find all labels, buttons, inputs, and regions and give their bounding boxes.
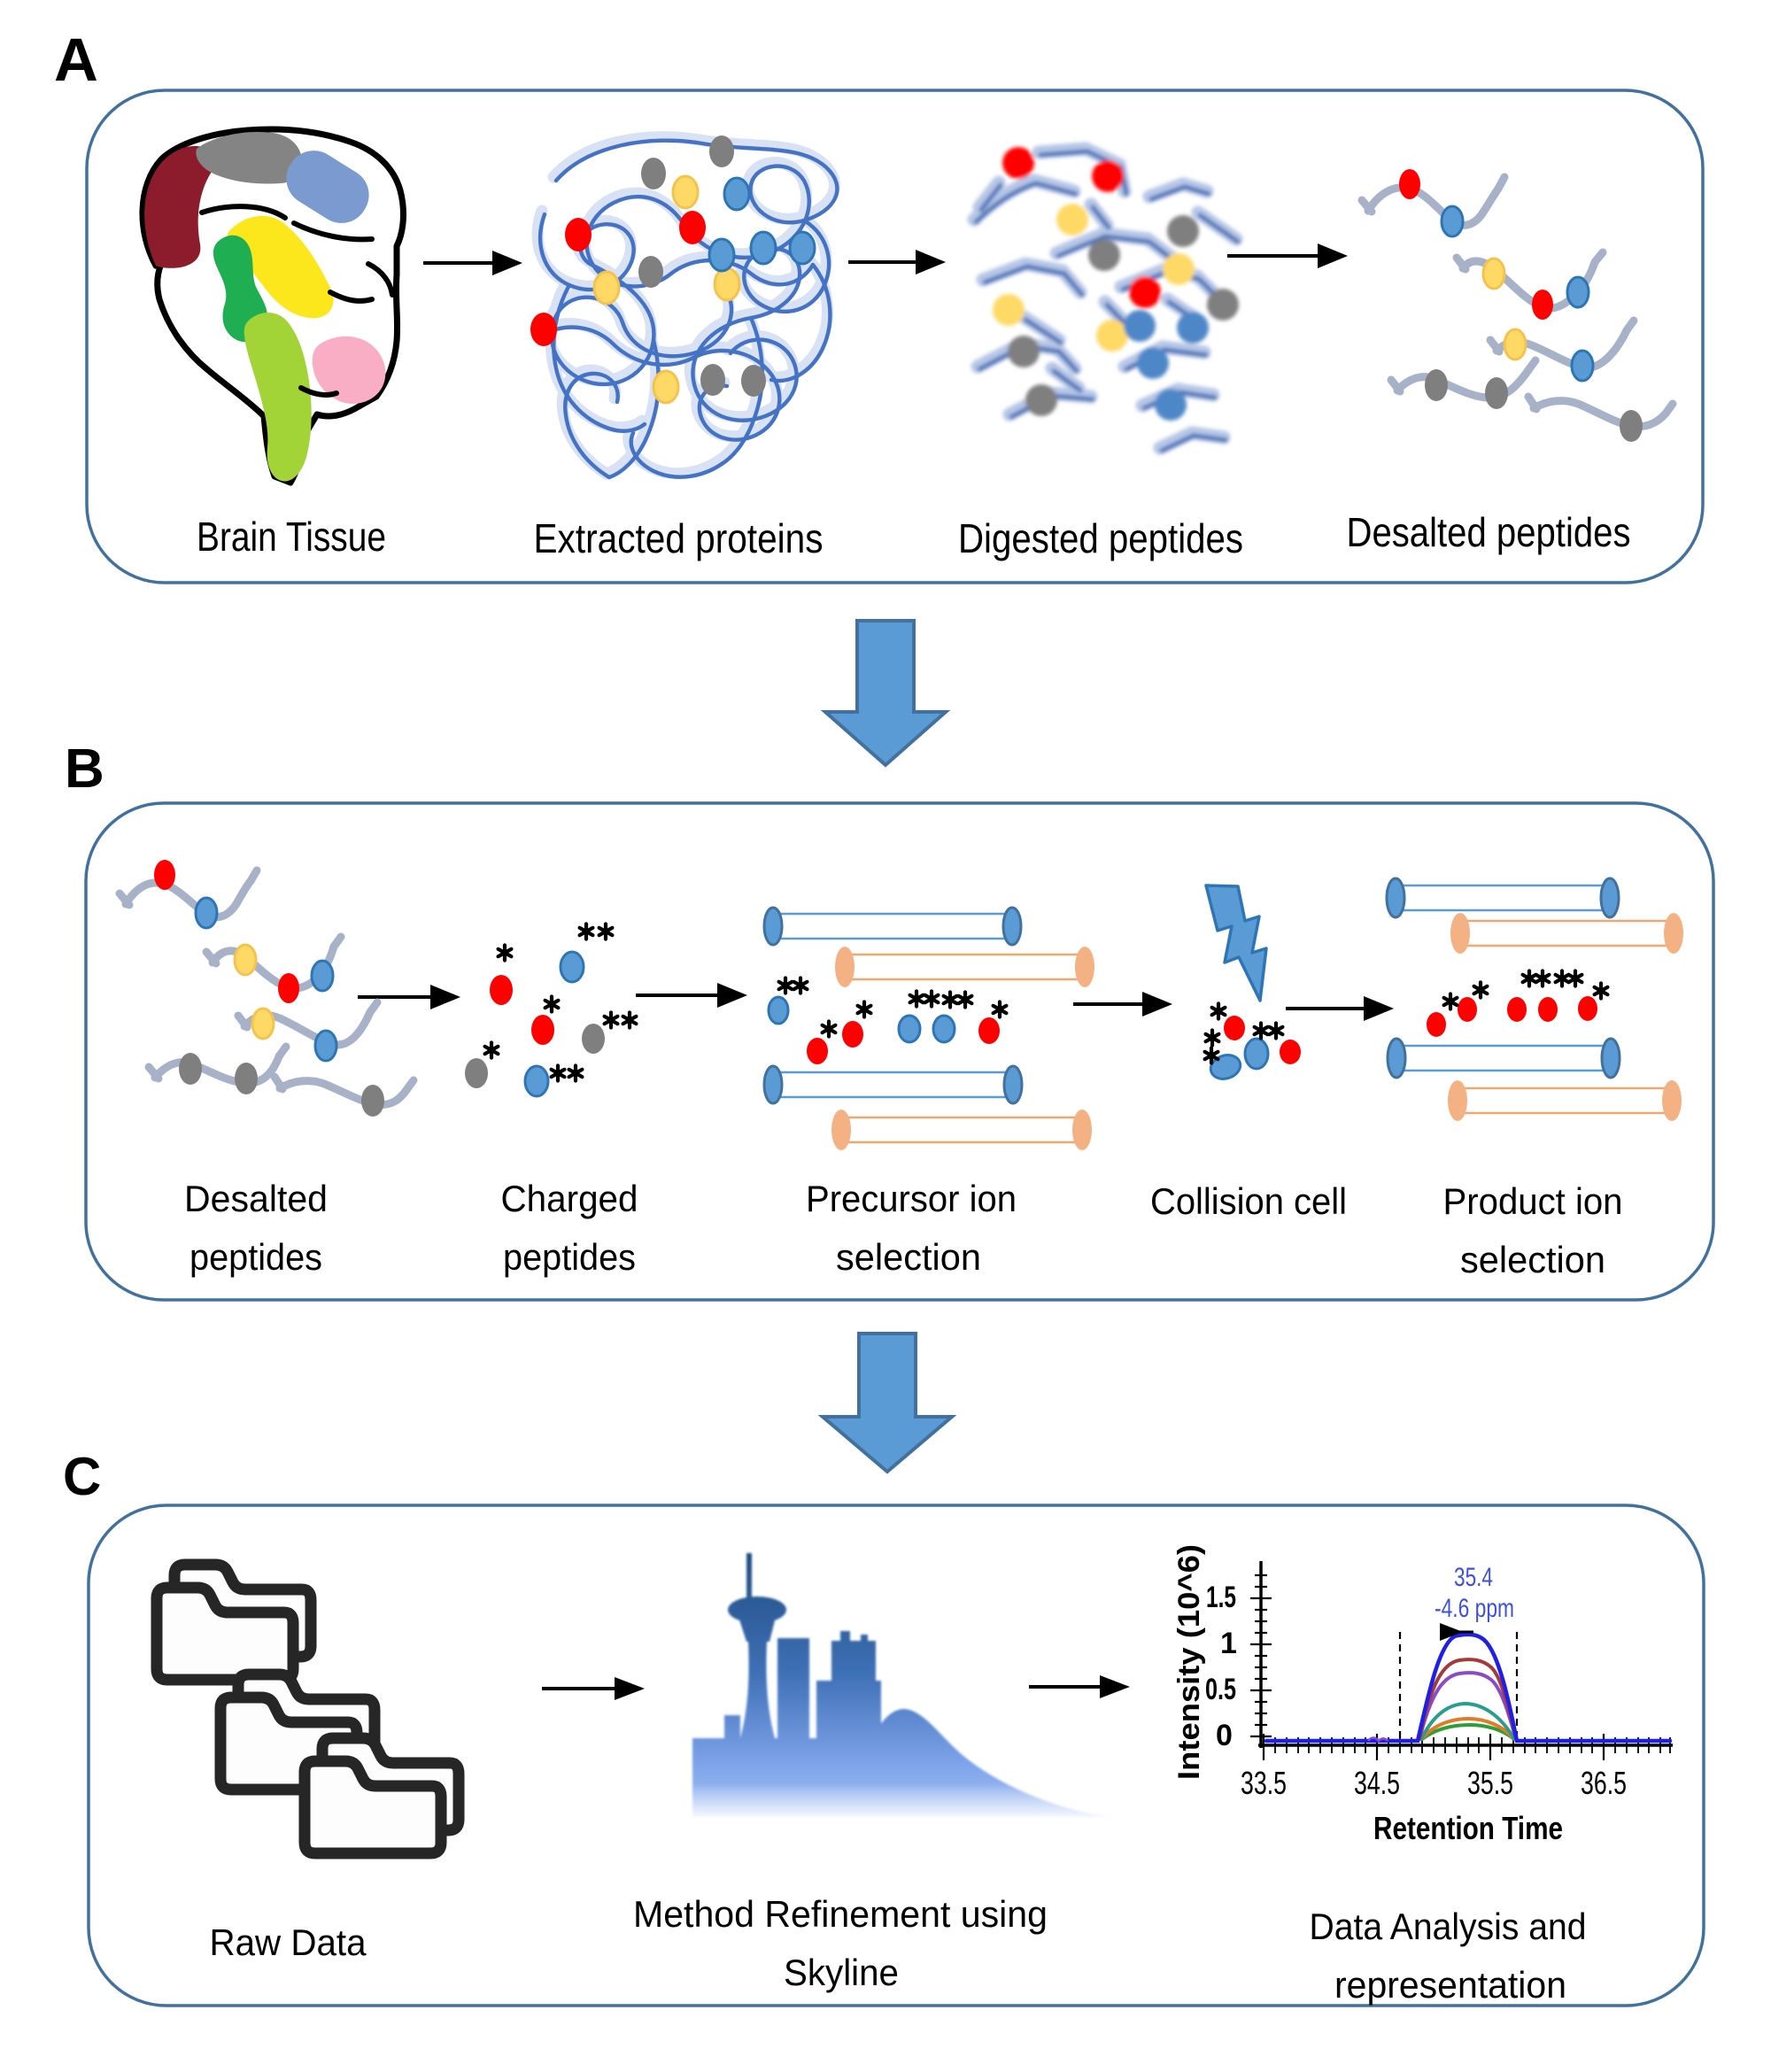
- svg-text:Precursor ion: Precursor ion: [806, 1178, 1017, 1219]
- svg-text:B: B: [65, 738, 104, 800]
- svg-text:0: 0: [1216, 1719, 1233, 1752]
- svg-text:peptides: peptides: [189, 1236, 322, 1278]
- svg-text:1: 1: [1220, 1627, 1237, 1660]
- svg-text:Extracted proteins: Extracted proteins: [534, 515, 824, 561]
- svg-text:-4.6 ppm: -4.6 ppm: [1435, 1594, 1514, 1623]
- svg-text:peptides: peptides: [503, 1236, 636, 1278]
- svg-text:Data Analysis and: Data Analysis and: [1310, 1906, 1587, 1947]
- svg-text:Product ion: Product ion: [1443, 1180, 1623, 1222]
- svg-text:Skyline: Skyline: [784, 1952, 899, 1993]
- svg-text:Method Refinement using: Method Refinement using: [633, 1893, 1048, 1935]
- svg-text:Desalted peptides: Desalted peptides: [1347, 509, 1631, 555]
- svg-text:Collision cell: Collision cell: [1150, 1180, 1347, 1222]
- svg-text:0.5: 0.5: [1205, 1673, 1236, 1706]
- svg-text:selection: selection: [1460, 1239, 1605, 1280]
- svg-text:selection: selection: [836, 1236, 981, 1278]
- svg-text:representation: representation: [1334, 1964, 1566, 2006]
- svg-text:35.4: 35.4: [1454, 1563, 1493, 1592]
- svg-text:C: C: [63, 1447, 101, 1506]
- svg-text:Desalted: Desalted: [184, 1178, 328, 1219]
- svg-text:Charged: Charged: [501, 1178, 638, 1219]
- svg-text:Intensity (10^6): Intensity (10^6): [1172, 1544, 1206, 1780]
- svg-text:36.5: 36.5: [1581, 1765, 1627, 1801]
- svg-text:Retention Time: Retention Time: [1373, 1810, 1563, 1846]
- svg-text:34.5: 34.5: [1354, 1765, 1400, 1801]
- svg-text:33.5: 33.5: [1241, 1765, 1287, 1801]
- svg-text:1.5: 1.5: [1206, 1581, 1236, 1614]
- svg-text:Raw Data: Raw Data: [210, 1921, 367, 1963]
- svg-text:35.5: 35.5: [1467, 1765, 1513, 1801]
- svg-text:Digested peptides: Digested peptides: [958, 515, 1243, 561]
- svg-text:Brain Tissue: Brain Tissue: [197, 514, 386, 560]
- svg-text:A: A: [54, 26, 98, 94]
